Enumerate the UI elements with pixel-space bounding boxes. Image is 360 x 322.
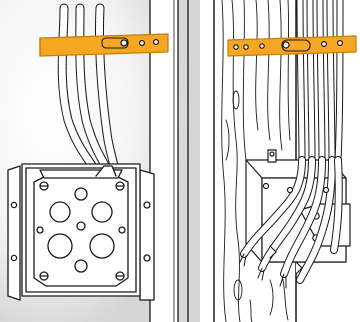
mounting-strap-right (228, 36, 356, 56)
mounting-strap-left (40, 34, 168, 56)
octagon-electrical-box (22, 164, 140, 296)
